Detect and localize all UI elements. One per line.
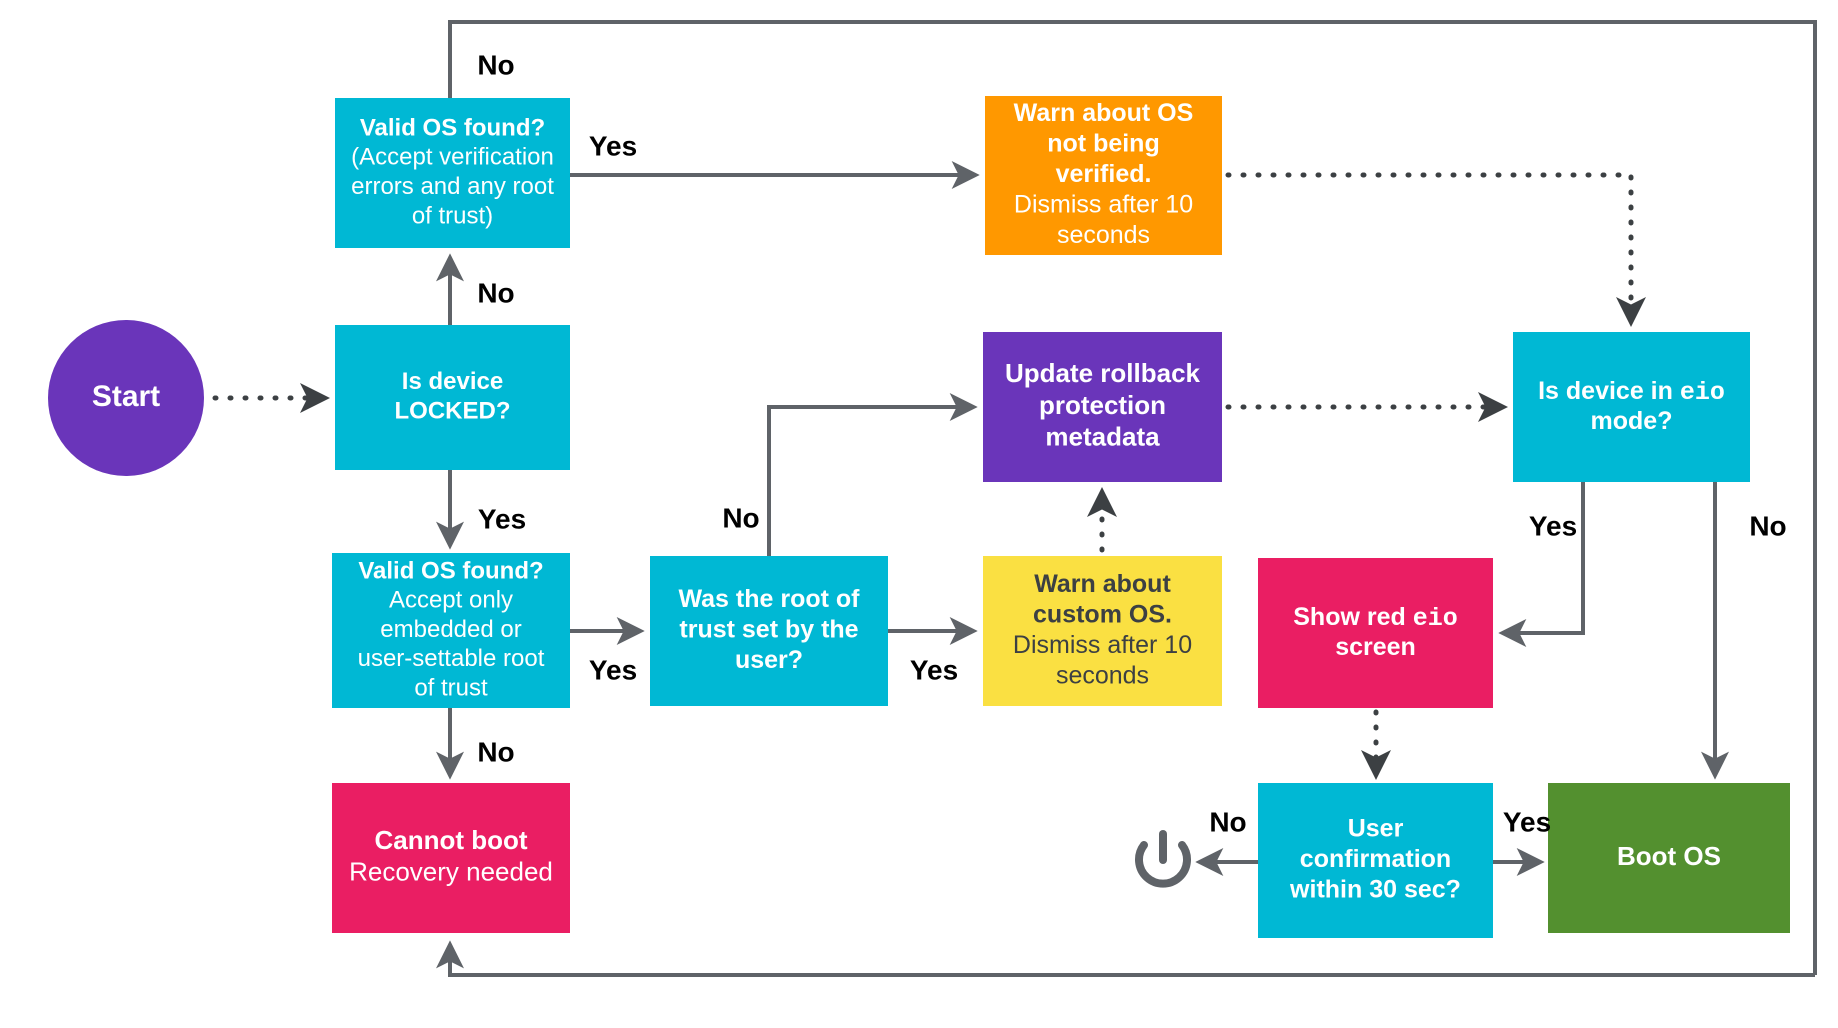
action-show-red-eio-screen-text-line: Show red eio [1293,602,1457,632]
terminal-cannot-boot-text-line: Cannot boot [374,825,527,855]
action-warn-custom-os-text-line: custom OS. [1033,600,1172,628]
decision-valid-os-unlocked-text-line: of trust) [412,202,493,229]
action-update-rollback-protection-metadata-text-line: metadata [1045,422,1160,452]
decision-root-of-trust-set-by-user-text-line: Was the root of [678,585,860,613]
action-warn-os-not-verified-text-line: Warn about OS [1014,99,1194,127]
terminal-cannot-boot-text-line: Recovery needed [349,857,553,887]
decision-root-of-trust-set-by-user-shape [650,556,888,706]
action-warn-custom-os-text-line: Dismiss after 10 [1013,631,1192,659]
decision-valid-os-locked-shape [332,553,570,708]
action-update-rollback-protection-metadata-shape [983,332,1222,482]
decision-is-device-locked-text-line: LOCKED? [395,397,511,424]
edge-bottom-loop-to-cannot-boot [436,940,1815,977]
decision-user-confirmation-within-30-sec-shape [1258,783,1493,938]
action-warn-os-not-verified-text-line: not being [1047,130,1159,158]
decision-is-device-in-eio-mode-shape [1513,332,1750,482]
decision-valid-os-locked-text-line: user-settable root [358,645,545,672]
terminal-boot-os-text-line: Boot OS [1617,841,1721,871]
decision-valid-os-locked-text-line: Valid OS found? [358,557,543,584]
decision-valid-os-unlocked-text-line: Valid OS found? [360,114,545,141]
decision-user-confirmation-within-30-sec-text-line: within 30 sec? [1289,876,1461,904]
decision-valid-os-locked-text-line: Accept only [389,587,513,614]
action-warn-custom-os-text-line: seconds [1056,661,1149,689]
decision-valid-os-locked-text-line: embedded or [380,616,521,643]
decision-is-device-locked-text-line: Is device [402,368,503,395]
decision-valid-os-unlocked[interactable]: Valid OS found? (Accept verificationerror… [335,98,570,248]
decision-is-device-locked-shape [335,325,570,470]
start-node-text-line: Start [92,380,160,413]
edge-valid-os-unlocked-no-loop [448,20,1817,975]
edge-label-yes-to-warn: Yes [589,130,637,161]
decision-valid-os-unlocked-text-line: errors and any root [351,173,554,200]
terminal-boot-os-shape [1548,783,1790,933]
edge-label-yes-to-root-of-trust: Yes [589,654,637,685]
decision-valid-os-locked-text-line: of trust [414,674,488,701]
edges-layer [212,20,1817,977]
icon-power-off[interactable] [1135,830,1191,888]
edge-label-no-valid-os-unlocked: No [477,49,514,80]
edge-warn-not-verified-to-eio [1225,172,1646,327]
edge-label-no-eio-mode: No [1749,510,1786,541]
decision-valid-os-unlocked-text-line: (Accept verification [351,144,554,171]
edge-label-yes-user-confirmation: Yes [1503,806,1551,837]
edge-label-no-user-confirmation: No [1209,806,1246,837]
decision-valid-os-unlocked-shape [335,98,570,248]
terminal-cannot-boot-shape [332,783,570,933]
action-update-rollback-protection-metadata-text-line: protection [1039,390,1166,420]
action-warn-os-not-verified-text-line: seconds [1057,221,1150,249]
start-node-shape [48,320,204,476]
decision-user-confirmation-within-30-sec-text-line: User [1348,815,1404,843]
start-node[interactable]: Start [48,320,204,476]
edge-label-no-valid-os-locked: No [477,736,514,767]
edge-label-yes-eio-mode: Yes [1529,510,1577,541]
action-warn-custom-os-text-line: Warn about [1034,570,1171,598]
action-warn-os-not-verified-text-line: verified. [1056,160,1152,188]
edge-label-yes-to-custom-warn: Yes [910,654,958,685]
action-update-rollback-protection-metadata-text-line: Update rollback [1005,358,1201,388]
edge-label-no-device-locked: No [477,277,514,308]
decision-is-device-in-eio-mode-text-line: mode? [1591,407,1673,435]
decision-is-device-in-eio-mode-text-line: Is device in eio [1538,376,1725,406]
edge-label-yes-device-locked: Yes [478,503,526,534]
terminal-boot-os[interactable]: Boot OS [1548,783,1790,933]
edge-rot-no-to-rollback [767,393,978,556]
action-warn-os-not-verified-text-line: Dismiss after 10 [1014,191,1193,219]
decision-root-of-trust-set-by-user-text-line: user? [735,646,803,674]
power-icon [1135,830,1191,888]
action-warn-custom-os-shape [983,556,1222,706]
edge-label-no-root-of-trust: No [722,502,759,533]
action-show-red-eio-screen-text-line: screen [1335,633,1416,661]
decision-user-confirmation-within-30-sec-text-line: confirmation [1300,845,1451,873]
edge-eio-yes-to-red-screen [1498,482,1585,647]
decision-root-of-trust-set-by-user-text-line: trust set by the [679,616,858,644]
action-warn-os-not-verified-shape [985,96,1222,255]
action-show-red-eio-screen-shape [1258,558,1493,708]
